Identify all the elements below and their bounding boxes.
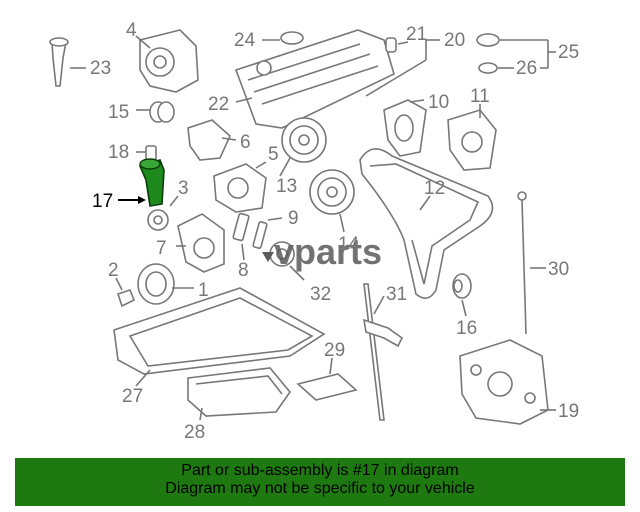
callout-label-24: 24	[234, 30, 256, 51]
callout-label-2: 2	[108, 260, 119, 281]
callout-label-14: 14	[338, 234, 360, 255]
part-13-drawing	[279, 117, 327, 177]
callout-label-7: 7	[156, 238, 167, 259]
callout-label-27: 27	[122, 386, 143, 407]
callout-label-20: 20	[444, 30, 465, 51]
callout-label-17-highlighted: 17	[92, 191, 113, 212]
part-22-drawing	[234, 29, 395, 129]
part-7-drawing	[176, 213, 225, 273]
part-3-drawing	[147, 195, 179, 231]
callout-label-21: 21	[406, 24, 427, 45]
banner-line-1: Part or sub-assembly is #17 in diagram	[181, 462, 459, 479]
part-27-drawing	[113, 287, 326, 387]
parts-diagram: vparts 1 2 3 4 5 6 7 8 9 10 11 12 13 14 …	[49, 20, 579, 443]
part-29-drawing	[296, 357, 358, 401]
part-23-drawing	[49, 37, 86, 87]
part-1-drawing	[137, 263, 194, 305]
callout-label-12: 12	[424, 178, 445, 199]
part-16-drawing	[452, 273, 472, 317]
part-5-drawing	[213, 161, 267, 213]
callout-label-9: 9	[288, 208, 299, 229]
part-14-drawing	[309, 169, 355, 233]
part-31-drawing	[362, 283, 404, 421]
part-21-drawing	[365, 37, 440, 97]
part-19-drawing	[459, 339, 556, 425]
callout-label-13: 13	[276, 176, 297, 197]
part-8-9-drawing	[232, 212, 283, 261]
watermark-text: vparts	[274, 231, 382, 272]
part-25-26-drawing	[476, 33, 556, 74]
callout-label-1: 1	[198, 280, 209, 301]
callout-label-28: 28	[184, 422, 205, 443]
callout-label-18: 18	[108, 142, 129, 163]
callout-label-11: 11	[470, 86, 490, 107]
callout-label-25: 25	[558, 42, 579, 63]
part-28-drawing	[187, 367, 292, 421]
vparts-watermark: vparts	[262, 231, 382, 272]
part-4-drawing	[135, 29, 199, 93]
callout-label-4: 4	[126, 20, 137, 41]
callout-label-15: 15	[108, 102, 129, 123]
callout-label-3: 3	[178, 178, 189, 199]
callout-label-10: 10	[428, 92, 449, 113]
callout-label-31: 31	[386, 284, 407, 305]
part-30-drawing	[517, 191, 546, 335]
part-24-drawing	[262, 31, 304, 45]
part-17-highlighted-drawing	[118, 158, 165, 207]
part-32-drawing	[269, 241, 305, 281]
callout-label-16: 16	[456, 318, 477, 339]
banner-line-2: Diagram may not be specific to your vehi…	[165, 480, 475, 497]
callout-label-26: 26	[516, 58, 537, 79]
callout-label-6: 6	[240, 132, 251, 153]
part-12-drawing	[359, 148, 494, 299]
callout-label-22: 22	[208, 94, 229, 115]
callout-label-19: 19	[558, 401, 579, 422]
part-6-drawing	[187, 119, 237, 161]
part-18-drawing	[136, 145, 157, 161]
part-11-drawing	[447, 104, 497, 171]
info-banner: Part or sub-assembly is #17 in diagram D…	[15, 458, 625, 506]
part-15-drawing	[136, 101, 175, 123]
part-2-drawing	[115, 277, 136, 308]
part-10-drawing	[383, 99, 427, 157]
callout-label-5: 5	[268, 144, 279, 165]
callout-label-29: 29	[324, 340, 345, 361]
callout-label-8: 8	[238, 260, 249, 281]
callout-label-23: 23	[90, 58, 111, 79]
callout-label-30: 30	[548, 259, 569, 280]
callout-label-32: 32	[310, 284, 331, 305]
